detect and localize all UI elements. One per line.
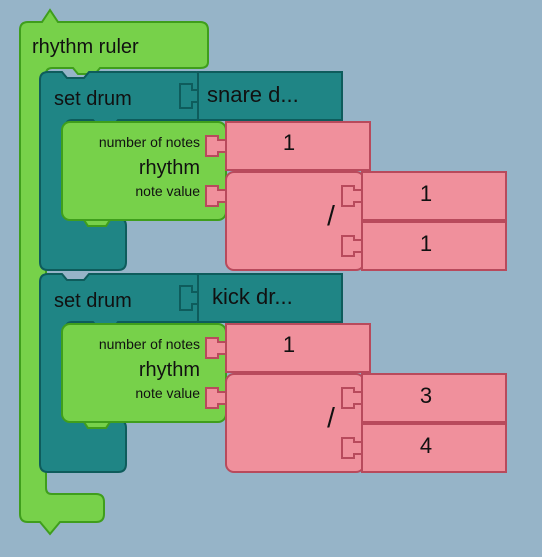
drum-value-text-1: snare d... xyxy=(207,82,299,107)
note-value-label-2: note value xyxy=(135,385,200,401)
number-of-notes-label-1: number of notes xyxy=(98,134,200,150)
divide-symbol-1: / xyxy=(327,200,335,231)
set-drum-label-2: set drum xyxy=(54,290,132,312)
number-of-notes-value-2[interactable] xyxy=(225,323,371,373)
denominator-value-1[interactable] xyxy=(361,221,507,271)
divide-connector-1 xyxy=(205,185,227,207)
drum-value-1[interactable] xyxy=(197,71,343,121)
number-of-notes-text-2: 1 xyxy=(282,332,296,357)
notes-connector-2 xyxy=(205,337,227,359)
number-of-notes-label-2: number of notes xyxy=(98,336,200,352)
notes-connector-1 xyxy=(205,135,227,157)
denominator-text-2: 4 xyxy=(419,433,433,458)
rhythm-ruler-label: rhythm ruler xyxy=(32,36,139,58)
numerator-connector-1 xyxy=(341,185,363,207)
rhythm-notch-1 xyxy=(82,219,112,227)
drum-connector-2 xyxy=(179,285,199,311)
numerator-connector-2 xyxy=(341,387,363,409)
divide-symbol-2: / xyxy=(327,402,335,433)
rhythm-label-2: rhythm xyxy=(138,359,200,381)
rhythm-ruler-block[interactable] xyxy=(19,8,209,536)
set-drum-label-1: set drum xyxy=(54,88,132,110)
denominator-text-1: 1 xyxy=(419,231,433,256)
numerator-text-2: 3 xyxy=(419,383,433,408)
number-of-notes-text-1: 1 xyxy=(282,130,296,155)
denominator-connector-2 xyxy=(341,437,363,459)
drum-connector-1 xyxy=(179,83,199,109)
note-value-label-1: note value xyxy=(135,183,200,199)
denominator-connector-1 xyxy=(341,235,363,257)
numerator-text-1: 1 xyxy=(419,181,433,206)
rhythm-notch-2 xyxy=(82,421,112,429)
divide-connector-2 xyxy=(205,387,227,409)
number-of-notes-value-1[interactable] xyxy=(225,121,371,171)
rhythm-label-1: rhythm xyxy=(138,157,200,179)
numerator-value-1[interactable] xyxy=(361,171,507,221)
drum-value-2[interactable] xyxy=(197,273,343,323)
drum-value-text-2: kick dr... xyxy=(212,284,293,309)
